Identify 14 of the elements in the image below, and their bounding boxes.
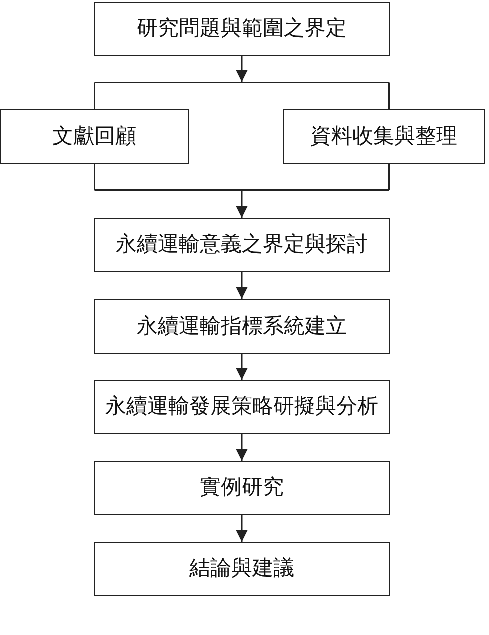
process-box: 研究問題與範圍之界定 [94,2,390,56]
arrow [236,272,248,299]
process-box: 資料收集與整理 [283,109,485,164]
process-box: 永續運輸意義之界定與探討 [94,218,390,272]
arrow [236,56,248,82]
process-box: 實例研究 [94,461,390,515]
process-box: 永續運輸發展策略研擬與分析 [94,380,390,434]
arrow [236,434,248,461]
arrow [236,354,248,380]
process-box: 結論與建議 [94,542,390,596]
arrow [236,191,248,218]
arrow [236,515,248,542]
process-box: 文獻回顧 [0,109,189,164]
process-box: 永續運輸指標系統建立 [94,299,390,354]
